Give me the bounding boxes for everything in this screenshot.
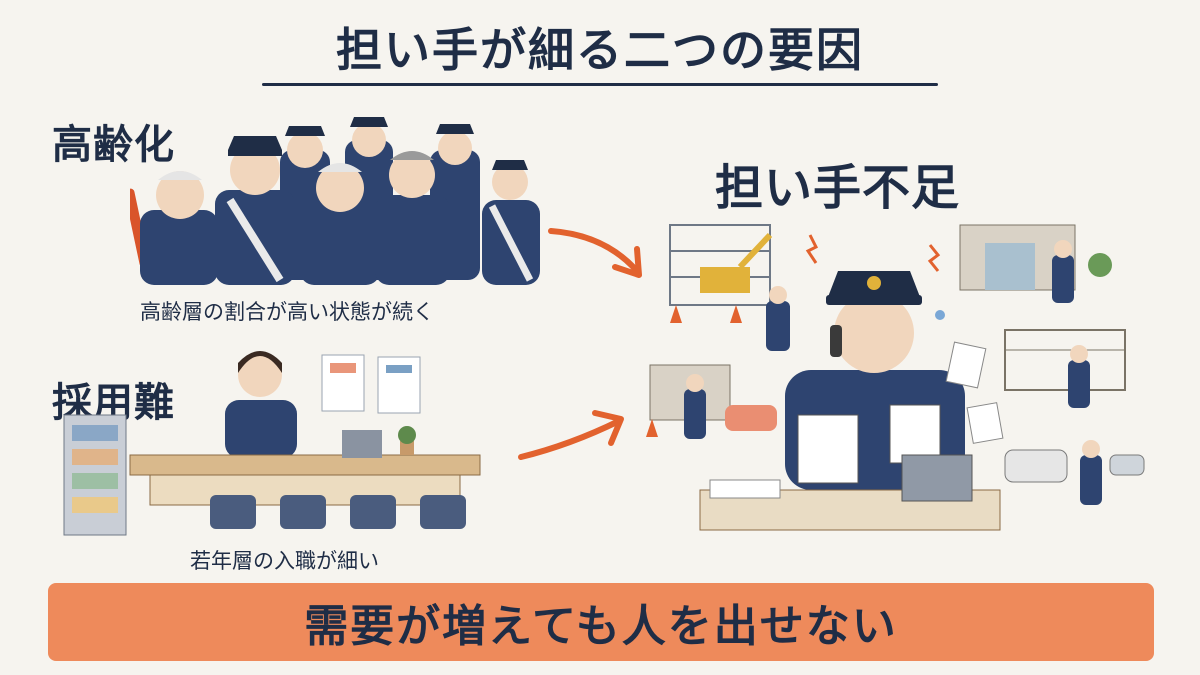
document-icon <box>945 341 987 389</box>
aging-guards-illustration <box>130 117 540 285</box>
schedule-sheet-icon <box>889 404 941 464</box>
building-entrance <box>959 224 1112 291</box>
paper-stack-icon <box>709 479 781 499</box>
guard-figure <box>482 160 540 285</box>
guard-figure <box>1068 345 1090 408</box>
phone-icon <box>830 325 842 357</box>
gate <box>1004 329 1126 391</box>
conclusion-banner: 需要が増えても人を出せない <box>48 583 1154 661</box>
arrow-icon <box>548 228 642 278</box>
laptop-icon <box>342 430 382 458</box>
stress-mark-icon <box>805 234 819 264</box>
guard-figure <box>375 151 450 285</box>
guard-figure <box>140 171 218 285</box>
recruitment-office-illustration <box>63 351 481 536</box>
guard-figure <box>1052 240 1074 303</box>
sweat-drop-icon <box>935 310 945 320</box>
guard-figure <box>684 374 706 439</box>
recruit-caption: 若年層の入職が細い <box>190 549 379 573</box>
recruiter-figure <box>238 353 282 397</box>
guard-figure <box>300 163 380 285</box>
document-icon <box>966 402 1004 444</box>
badge-icon <box>867 276 881 290</box>
parking-lot <box>1004 449 1145 483</box>
arrow-icon <box>518 410 624 460</box>
shortage-scene-illustration <box>646 224 1145 531</box>
clipboard-icon <box>797 414 859 484</box>
result-heading: 担い手不足 <box>715 160 961 216</box>
aging-heading: 高齢化 <box>52 122 175 168</box>
title-underline <box>262 83 938 86</box>
guard-figure <box>1080 440 1102 505</box>
plant-icon <box>400 441 414 455</box>
traffic-cone-icon <box>646 419 658 437</box>
traffic-cone-icon <box>670 305 682 323</box>
traffic-cone-icon <box>730 305 742 323</box>
aging-caption: 高齢層の割合が高い状態が続く <box>140 300 434 324</box>
street-intersection <box>646 364 777 437</box>
laptop-icon <box>901 454 973 502</box>
desk <box>129 454 481 476</box>
guard-figure <box>215 136 295 285</box>
guard-figure <box>766 286 790 351</box>
stress-mark-icon <box>927 244 941 272</box>
empty-chair-icon <box>210 495 466 529</box>
construction-site <box>669 224 773 323</box>
page-title: 担い手が細る二つの要因 <box>336 23 864 77</box>
